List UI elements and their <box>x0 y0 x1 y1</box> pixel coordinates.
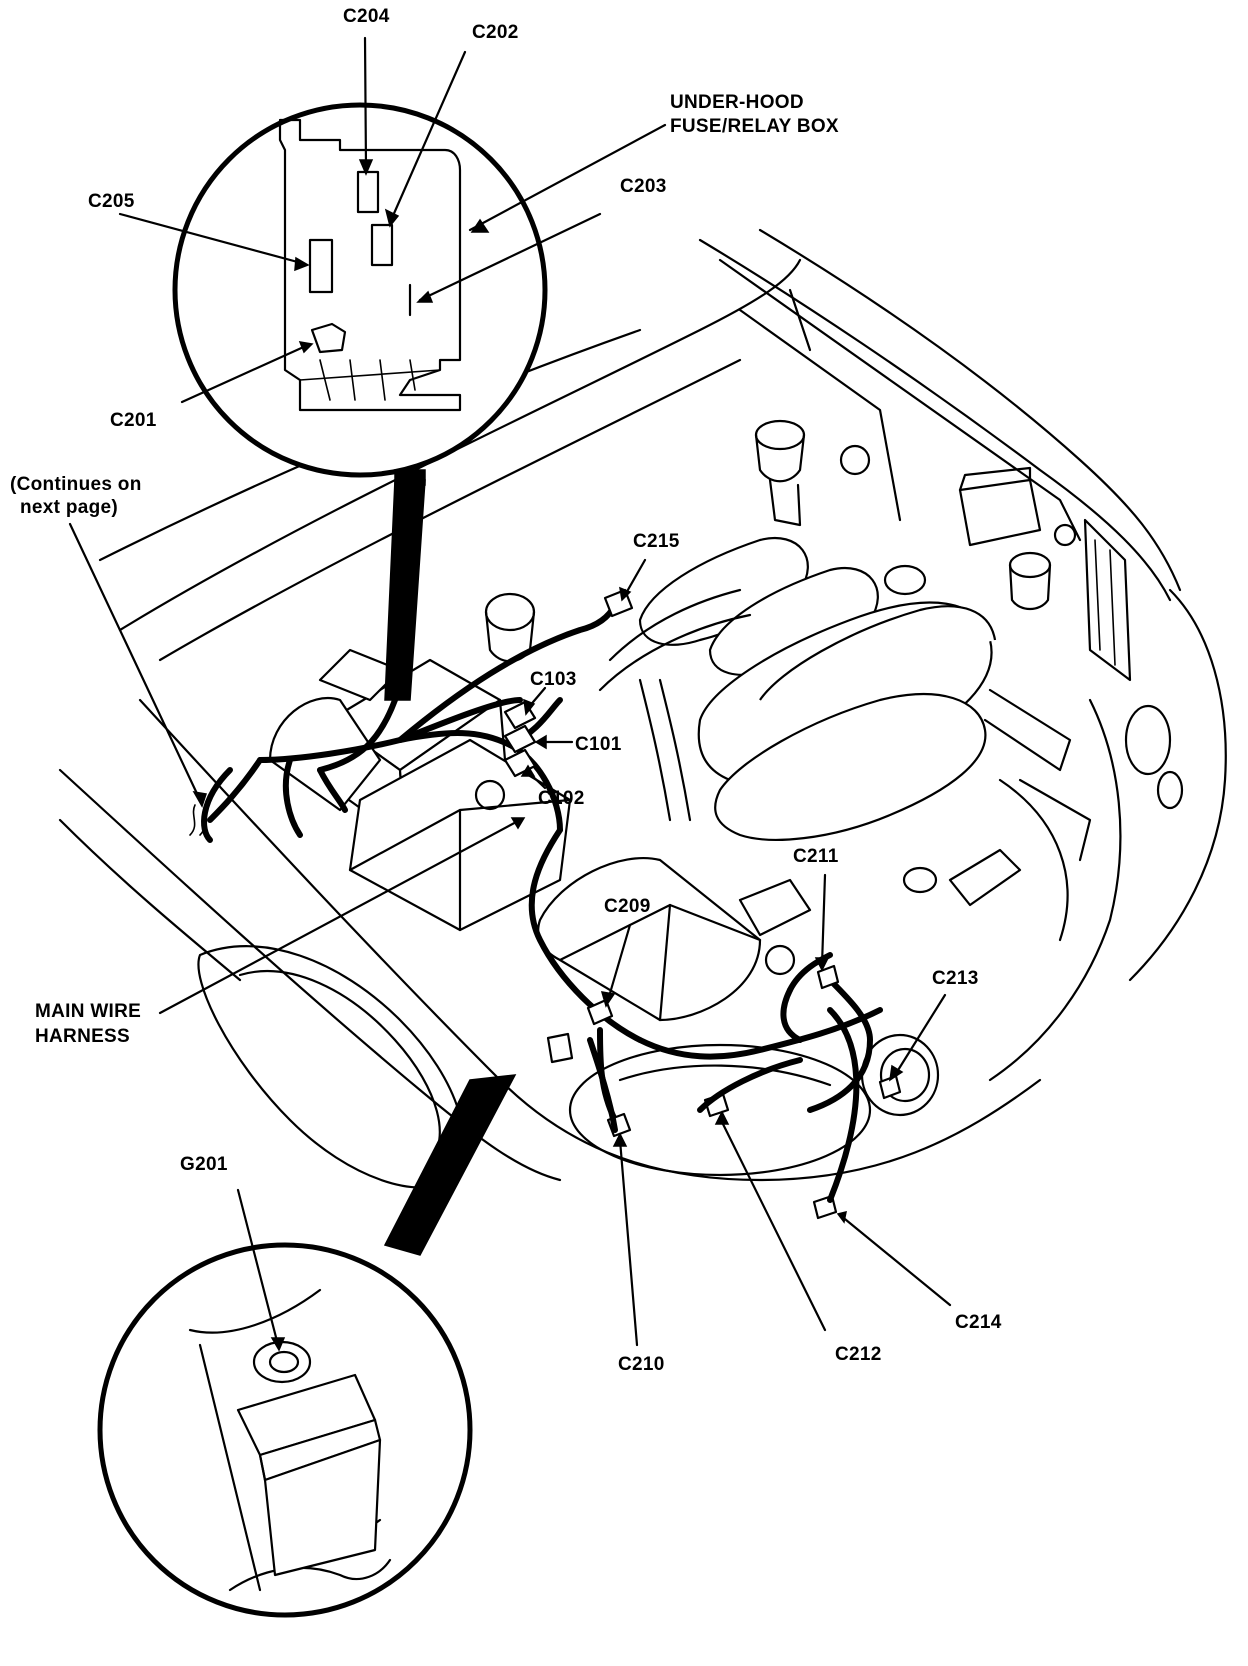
fuse-relay-box-inset <box>172 102 548 486</box>
label-g201: G201 <box>180 1154 228 1175</box>
label-continues-line2: next page) <box>20 497 118 518</box>
car-body-outline <box>58 228 1227 1189</box>
label-c209: C209 <box>604 896 651 917</box>
label-main-wire-line2: HARNESS <box>35 1026 130 1047</box>
label-under-hood-line1: UNDER-HOOD <box>670 92 804 113</box>
label-c214: C214 <box>955 1312 1002 1333</box>
label-c210: C210 <box>618 1354 665 1375</box>
callout-labels: C204 C202 UNDER-HOOD FUSE/RELAY BOX C205… <box>10 6 1002 1375</box>
label-c202: C202 <box>472 22 519 43</box>
label-c204: C204 <box>343 6 390 27</box>
leader-lines <box>68 36 952 1352</box>
label-under-hood-line2: FUSE/RELAY BOX <box>670 116 839 137</box>
label-c211: C211 <box>793 846 839 867</box>
label-c101: C101 <box>575 734 622 755</box>
label-c203: C203 <box>620 176 667 197</box>
label-main-wire-line1: MAIN WIRE <box>35 1001 141 1022</box>
label-continues-line1: (Continues on <box>10 474 142 495</box>
label-c201: C201 <box>110 410 157 431</box>
label-c212: C212 <box>835 1344 882 1365</box>
engine-components <box>268 258 1092 1022</box>
label-c215: C215 <box>633 531 680 552</box>
label-c102: C102 <box>538 788 585 809</box>
main-wire-harness <box>201 479 902 1220</box>
label-c205: C205 <box>88 191 135 212</box>
label-c103: C103 <box>530 669 577 690</box>
label-c213: C213 <box>932 968 979 989</box>
ground-point-inset <box>97 1074 517 1618</box>
